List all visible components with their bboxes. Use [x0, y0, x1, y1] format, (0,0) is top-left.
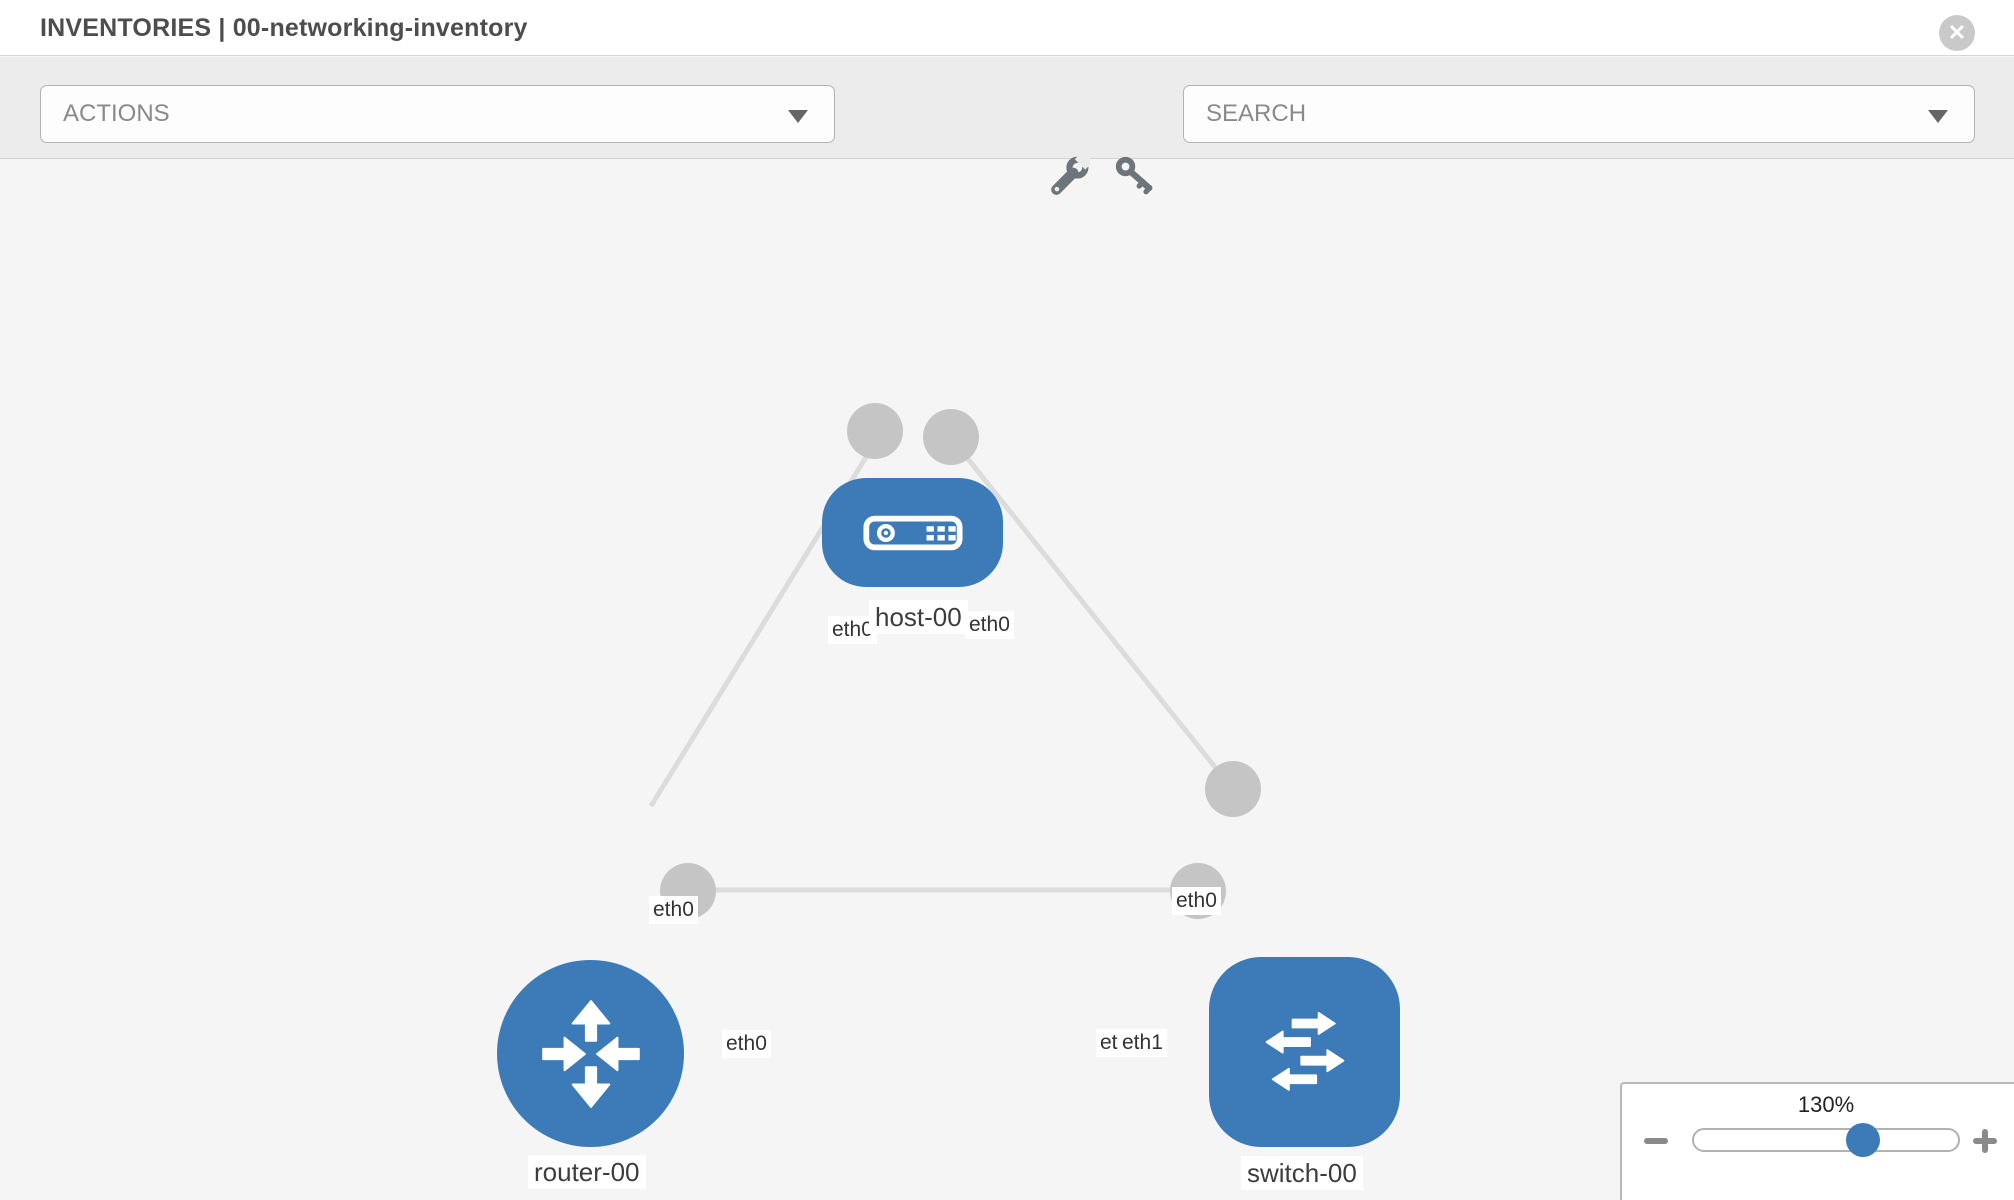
interface-label-switch-eth1: eth1 — [1118, 1029, 1167, 1057]
zoom-slider-track[interactable] — [1692, 1123, 1960, 1157]
actions-dropdown[interactable]: ACTIONS — [40, 85, 835, 143]
host-icon — [862, 515, 963, 550]
actions-dropdown-label: ACTIONS — [63, 100, 170, 127]
node-switch-00[interactable] — [1209, 957, 1400, 1147]
page-title: INVENTORIES | 00-networking-inventory — [40, 14, 528, 42]
toolbar: ACTIONS SEARCH — [0, 57, 2014, 195]
port-switch-eth0 — [1205, 761, 1261, 817]
plus-icon — [1982, 1129, 1988, 1153]
graph-layer — [648, 403, 1261, 919]
topology-canvas[interactable]: host-00 router-00 switch-00 eth0 eth0 et… — [0, 160, 2014, 1200]
search-dropdown[interactable]: SEARCH — [1183, 85, 1975, 143]
minus-icon — [1644, 1138, 1668, 1144]
close-glyph: ✕ — [1947, 20, 1967, 45]
zoom-out-button[interactable] — [1642, 1126, 1672, 1156]
node-label-switch: switch-00 — [1241, 1156, 1363, 1190]
port-host-eth0-right — [923, 409, 979, 465]
node-label-router: router-00 — [528, 1155, 646, 1189]
wrench-icon[interactable] — [1048, 150, 1095, 202]
node-router-00[interactable] — [497, 960, 684, 1147]
interface-label-host-eth0-left: eth0 — [828, 616, 877, 644]
port-host-eth0-left — [847, 403, 903, 459]
zoom-panel: 130% — [1620, 1082, 2014, 1200]
zoom-slider-thumb[interactable] — [1846, 1123, 1880, 1157]
chevron-down-icon — [788, 110, 808, 123]
key-icon[interactable] — [1114, 155, 1156, 202]
router-icon — [541, 999, 640, 1108]
edge-host-switch — [946, 432, 1233, 789]
interface-label-link-router-end: eth0 — [649, 896, 698, 924]
interface-label-switch-eth0: eth0 — [1172, 887, 1221, 915]
node-host-00[interactable] — [822, 478, 1003, 587]
interface-label-router-eth0: eth0 — [722, 1030, 771, 1058]
chevron-down-icon — [1928, 110, 1948, 123]
zoom-in-button[interactable] — [1970, 1126, 2000, 1156]
header: INVENTORIES | 00-networking-inventory ✕ — [0, 0, 2014, 56]
interface-label-host-eth0-right: eth0 — [965, 611, 1014, 639]
node-label-host: host-00 — [869, 600, 968, 634]
close-icon[interactable]: ✕ — [1939, 15, 1975, 51]
search-dropdown-label: SEARCH — [1206, 100, 1307, 127]
zoom-percent-label: 130% — [1797, 1092, 1855, 1117]
switch-icon — [1265, 1012, 1344, 1091]
